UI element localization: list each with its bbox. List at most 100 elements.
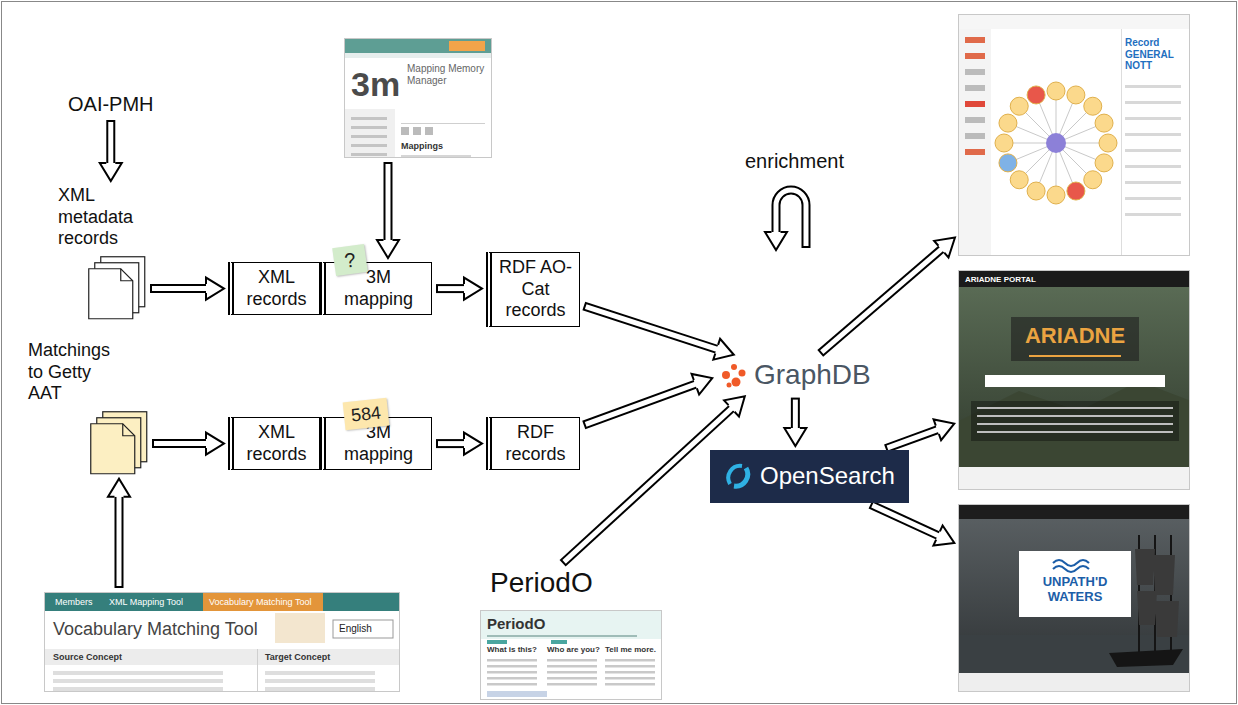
illustration-part bbox=[971, 401, 1179, 441]
illustration-part bbox=[53, 679, 223, 683]
illustration-part bbox=[1010, 171, 1028, 189]
illustration-part bbox=[1125, 165, 1181, 168]
illustration-part bbox=[345, 39, 491, 157]
arrow-head bbox=[784, 428, 806, 446]
illustration-part bbox=[1067, 182, 1085, 200]
illustration-part bbox=[551, 640, 567, 644]
illustration-part bbox=[1125, 213, 1181, 216]
illustration-part bbox=[1029, 355, 1121, 357]
illustration-part bbox=[123, 424, 135, 436]
illustration-part bbox=[45, 649, 399, 665]
sticky-note: ? bbox=[332, 244, 368, 276]
screenshot-text: Mapping Memory Manager bbox=[407, 63, 487, 86]
document-icon bbox=[88, 256, 146, 320]
screenshot-text: English bbox=[339, 623, 372, 635]
illustration-part bbox=[487, 691, 547, 697]
illustration-part bbox=[1099, 134, 1117, 152]
illustration-part bbox=[547, 659, 597, 662]
illustration-part bbox=[1125, 133, 1181, 136]
illustration-part bbox=[959, 381, 1190, 467]
flow-arrow bbox=[584, 374, 712, 425]
illustration-part bbox=[547, 665, 597, 668]
arrow-inner bbox=[872, 505, 939, 536]
loop-head bbox=[765, 232, 787, 250]
arrow-outline bbox=[563, 408, 732, 563]
flow-arrow bbox=[150, 278, 224, 300]
screenshot-text: ARIADNE PORTAL bbox=[965, 275, 1036, 284]
screenshot-picture bbox=[959, 271, 1190, 490]
illustration-part bbox=[401, 127, 409, 135]
illustration-part bbox=[728, 466, 742, 484]
logo-label: PeriodO bbox=[490, 566, 593, 600]
illustration-part bbox=[727, 382, 732, 387]
illustration-part bbox=[959, 673, 1189, 692]
illustration-part bbox=[401, 123, 485, 124]
illustration-part bbox=[1067, 86, 1085, 104]
illustration-part bbox=[265, 671, 375, 675]
illustration-part bbox=[45, 593, 399, 691]
illustration-part bbox=[345, 109, 395, 157]
illustration-part bbox=[333, 620, 393, 638]
illustration-part bbox=[965, 69, 985, 75]
portal-screenshot: ARIADNE PORTAL ARIADNE bbox=[958, 270, 1190, 490]
process-box: XML records bbox=[228, 262, 320, 315]
illustration-part bbox=[547, 683, 597, 686]
arrow-inner bbox=[108, 122, 113, 164]
illustration-part bbox=[732, 377, 741, 386]
screenshot-text: ARIADNE bbox=[1011, 323, 1139, 348]
illustration-part bbox=[1019, 551, 1131, 617]
screenshot-text: Vocabulary Matching Tool bbox=[209, 597, 311, 607]
illustration-part bbox=[275, 613, 325, 643]
illustration-part bbox=[739, 369, 746, 376]
screenshot-picture bbox=[45, 593, 400, 692]
flow-arrow bbox=[870, 504, 954, 545]
illustration-part bbox=[959, 15, 1189, 255]
arrow-outline bbox=[870, 504, 938, 535]
illustration-part bbox=[45, 593, 399, 611]
illustration-part bbox=[351, 126, 387, 129]
flow-arrow bbox=[784, 398, 806, 446]
illustration-part bbox=[547, 671, 597, 674]
node-text: GraphDB bbox=[754, 358, 871, 392]
node-text: RDF AO-Cat records bbox=[498, 257, 573, 322]
illustration-part bbox=[487, 635, 637, 637]
screenshot-text: Source Concept bbox=[53, 652, 122, 662]
illustration-part bbox=[605, 683, 655, 686]
illustration-part bbox=[1095, 154, 1113, 172]
arrow-outline bbox=[584, 384, 696, 425]
document-stack: XML metadata records bbox=[58, 185, 168, 320]
arrow-inner bbox=[822, 249, 942, 353]
arrow-outline bbox=[150, 284, 206, 293]
illustration-part bbox=[1125, 101, 1181, 104]
illustration-part bbox=[985, 375, 1165, 387]
illustration-part bbox=[1125, 149, 1181, 152]
arrow-head bbox=[100, 163, 122, 181]
arrow-inner bbox=[887, 429, 938, 448]
node-text: Matchings to Getty AAT bbox=[28, 340, 128, 405]
screenshot-text: Tell me more. bbox=[605, 645, 656, 654]
illustration-part bbox=[53, 687, 223, 691]
illustration-part bbox=[91, 424, 135, 474]
illustration-part bbox=[959, 271, 1189, 287]
arrow-inner bbox=[117, 496, 122, 586]
flow-arrow bbox=[108, 479, 130, 588]
illustration-part bbox=[425, 127, 433, 135]
screenshot-text: XML Mapping Tool bbox=[109, 597, 183, 607]
illustration-part bbox=[959, 15, 1189, 29]
flow-arrow bbox=[886, 419, 955, 448]
arrow-inner bbox=[386, 164, 391, 241]
logo-icon bbox=[724, 462, 752, 490]
flow-arrow bbox=[436, 433, 482, 455]
illustration-part bbox=[959, 505, 1189, 692]
illustration-part bbox=[351, 117, 387, 120]
arrow-inner bbox=[438, 441, 465, 446]
illustration-part bbox=[731, 364, 737, 370]
source-label: OAI-PMH bbox=[68, 92, 154, 116]
illustration-part bbox=[965, 149, 985, 155]
illustration-part bbox=[1046, 133, 1066, 153]
screenshot-text: What is this? bbox=[487, 645, 537, 654]
illustration-part bbox=[481, 611, 661, 699]
arrow-inner bbox=[564, 408, 732, 562]
node-text: ? bbox=[343, 249, 357, 270]
